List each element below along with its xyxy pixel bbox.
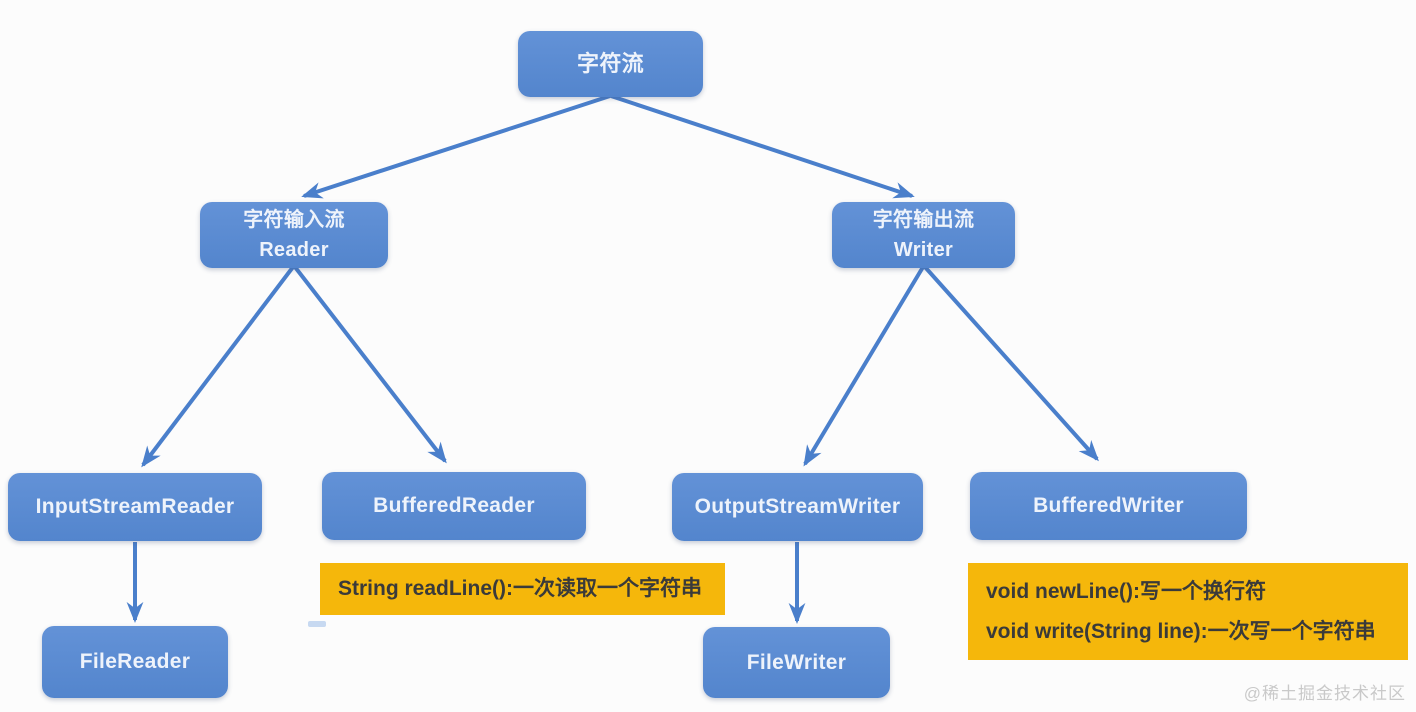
edge-charstream-reader [301, 94, 611, 199]
node-char-stream-label: 字符流 [577, 51, 644, 76]
node-bufferedreader: BufferedReader [322, 472, 586, 540]
node-filewriter-label: FileWriter [746, 650, 847, 674]
node-inputstreamreader-label: InputStreamReader [35, 495, 235, 518]
note-bufferedwriter-line1: void newLine():写一个换行符 [986, 579, 1266, 603]
node-filereader: FileReader [42, 626, 228, 698]
edge-reader-inputstreamreader [141, 265, 295, 468]
node-writer-label-cn: 字符输出流 [872, 209, 975, 231]
note-bufferedwriter-line2: void write(String line):一次写一个字符串 [986, 619, 1376, 643]
node-inputstreamreader: InputStreamReader [8, 473, 262, 541]
edge-reader-bufferedreader [293, 265, 447, 464]
node-filereader-label: FileReader [79, 650, 191, 673]
watermark: @稀土掘金技术社区 [1243, 684, 1406, 703]
node-reader-label-en: Reader [259, 239, 329, 261]
note-bufferedreader-line1: String readLine():一次读取一个字符串 [338, 577, 703, 600]
node-bufferedwriter-label: BufferedWriter [1033, 494, 1184, 517]
node-char-stream: 字符流 [518, 31, 703, 97]
node-outputstreamwriter-label: OutputStreamWriter [694, 495, 901, 518]
edge-writer-outputstreamwriter [803, 265, 925, 467]
node-reader: 字符输入流 Reader [200, 202, 388, 268]
node-bufferedreader-label: BufferedReader [373, 494, 535, 517]
node-writer-label-en: Writer [893, 239, 954, 261]
note-bufferedreader-method: String readLine():一次读取一个字符串 [320, 563, 725, 615]
node-bufferedwriter: BufferedWriter [970, 472, 1247, 540]
node-writer: 字符输出流 Writer [832, 202, 1015, 268]
node-reader-label-cn: 字符输入流 [243, 209, 345, 231]
note-bufferedwriter-methods: void newLine():写一个换行符 void write(String … [968, 563, 1408, 660]
node-outputstreamwriter: OutputStreamWriter [672, 473, 923, 541]
edge-writer-bufferedwriter [923, 265, 1099, 462]
compression-artifact-dash [308, 621, 326, 627]
node-filewriter: FileWriter [703, 627, 890, 698]
edge-charstream-writer [610, 94, 915, 199]
